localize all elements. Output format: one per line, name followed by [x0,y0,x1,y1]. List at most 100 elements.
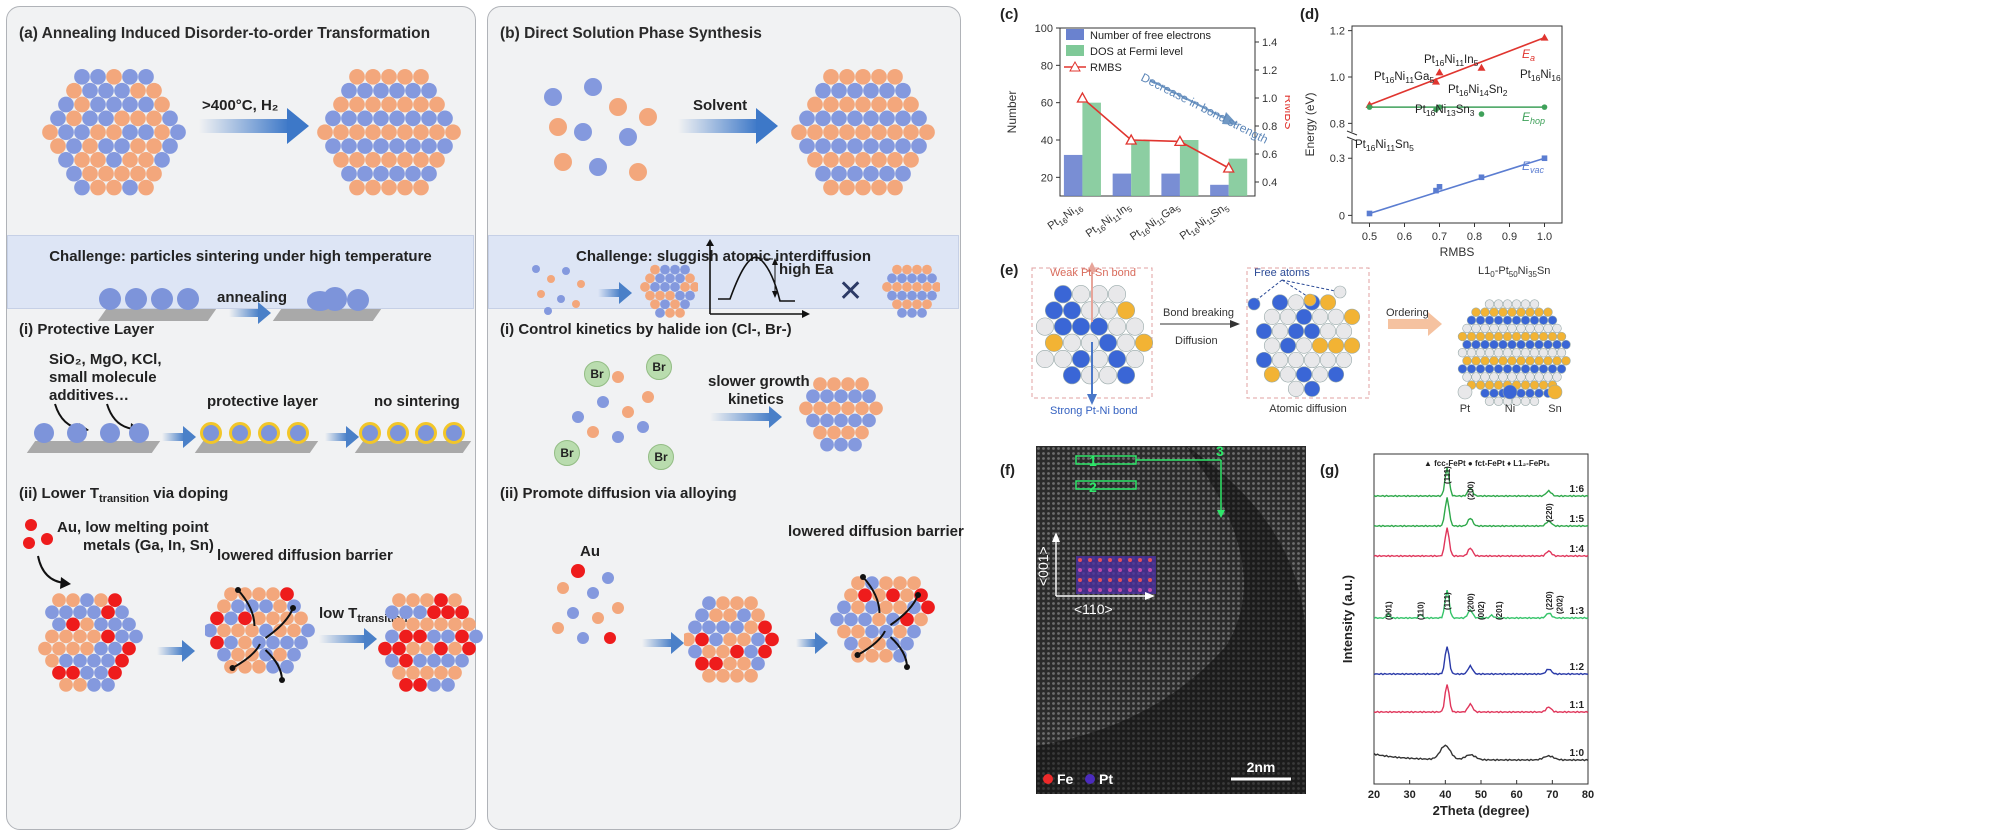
chart-d-point [1366,104,1373,110]
chart-g-y-label: Intensity (a.u.) [1340,575,1355,663]
bond-strength-annotation: Decrease in bond strength [1139,70,1271,146]
strong-bond-label: Strong Pt-Ni bond [1050,405,1137,417]
cluster-atom [1271,323,1289,340]
chart-c-frame [1059,27,1256,197]
ordered-atom [1543,356,1553,366]
alloying-title: (ii) Promote diffusion via alloying [500,485,737,502]
chart-g-x-label: 2Theta (degree) [1433,803,1530,818]
arrow-protect-1 [162,426,196,448]
region-2-box [1075,480,1137,490]
ordered-atom [1520,364,1531,374]
ordered-atom [1480,323,1490,334]
cluster-atom [1335,351,1353,369]
xrd-peak-label: (001) [1384,601,1393,620]
ordered-atom [1543,323,1553,334]
cluster-atom [1271,351,1289,369]
ordered-atom [1502,315,1513,325]
chart-c-left-tick: 20 [1041,172,1053,184]
br-ion-4: Br [648,444,674,470]
ordered-atom [1493,348,1504,358]
fe-legend-dot [1043,774,1053,784]
cluster-atom [1287,351,1305,369]
xrd-ratio-label: 1:2 [1570,662,1585,673]
xrd-trace [1373,467,1589,498]
ordered-atom [1489,307,1499,317]
ordered-atom [1507,339,1517,350]
ordered-atom [1466,364,1477,374]
ordered-atom [1475,348,1486,358]
ordered-atom [1552,356,1562,366]
ordered-atom [1462,372,1472,382]
ordered-atom [1493,364,1504,374]
doping-title: (ii) Lower Ttransition via doping [19,485,229,505]
bar-dos [1228,158,1248,196]
chart-d-frame [1351,25,1563,224]
disordered-particle-b [640,264,698,318]
arrow-protect-2 [325,426,359,448]
cluster-atom [1035,349,1055,369]
ordered-atom [1561,356,1571,366]
ordered-atom [1529,364,1540,374]
ordered-atom [1466,348,1477,358]
chart-d-y-label: Energy (eV) [1303,92,1317,156]
ordered-atom [1484,331,1495,342]
ordered-atom [1466,331,1477,342]
ordered-atom [1507,307,1517,317]
panel-a: (a) Annealing Induced Disorder-to-order … [6,6,483,830]
weak-bond-label: Weak Pt-Sn bond [1050,267,1136,279]
ordered-atom [1516,372,1526,382]
additives-line-1: SiO₂, MgO, KCl, [49,351,162,368]
bar-dos [1082,102,1101,196]
ordered-atom [1529,396,1540,406]
legend-atom-pt [1457,384,1473,400]
bar-free-electrons [1210,184,1229,196]
ordered-atom [1502,348,1513,358]
ordered-atom [1502,364,1513,374]
challenge-b-text: Challenge: sluggish atomic interdiffusio… [575,248,872,265]
ordered-atom [1529,315,1540,325]
evac-label: Evac [1522,159,1545,175]
bar-free-electrons [1112,173,1132,196]
ordered-atom [1493,380,1504,390]
xrd-ratio-label: 1:5 [1570,514,1585,525]
cluster-atom [1053,317,1073,336]
ordered-atom [1525,372,1535,382]
chart-g-x-tick: 60 [1511,789,1523,801]
chart-d-point [1478,111,1485,117]
legend-atom-sn [1547,384,1563,400]
ordered-atom [1489,356,1499,366]
lowered-barrier-label-b: lowered diffusion barrier [788,523,964,540]
chart-d-compound-label: Pt16Ni13Sn3 [1415,104,1475,118]
ordered-atom [1520,299,1531,309]
cluster-atom [1116,366,1136,385]
ordered-atom [1520,380,1531,390]
ordered-atom [1538,364,1549,374]
chart-d-point [1541,155,1548,162]
ordered-atom [1507,372,1517,382]
cluster-atom [1107,285,1127,304]
ordered-atom [1534,356,1544,366]
ordered-atom [1498,372,1508,382]
solution-precursors [544,78,657,181]
region-3-label: 3 [1216,446,1224,459]
cluster-atom [1279,366,1297,383]
ordered-atom [1525,356,1535,366]
xrd-ratio-label: 1:1 [1570,700,1585,711]
disordered-nanoparticle [42,69,186,196]
chart-d-point [1436,104,1443,110]
solvent-arrow [678,108,778,144]
cluster-atom [1327,308,1345,325]
cluster-atom [1287,294,1305,311]
ordered-atom [1498,307,1508,317]
chart-c-left-tick: 80 [1041,60,1053,72]
panel-b-title: (b) Direct Solution Phase Synthesis [500,25,762,42]
chart-c-legend-swatch [1066,45,1084,56]
chart-c-right-tick: 0.8 [1262,121,1277,133]
cluster-atom [1319,294,1337,311]
region-2-label: 2 [1089,479,1097,495]
chart-d-y-tick: 0.8 [1330,118,1345,130]
direction-001-label: <001> [1036,546,1051,586]
chart-d-compound-label: Pt16Ni16 [1520,69,1561,83]
product-label: L10-Pt50Ni35Sn [1478,265,1550,279]
